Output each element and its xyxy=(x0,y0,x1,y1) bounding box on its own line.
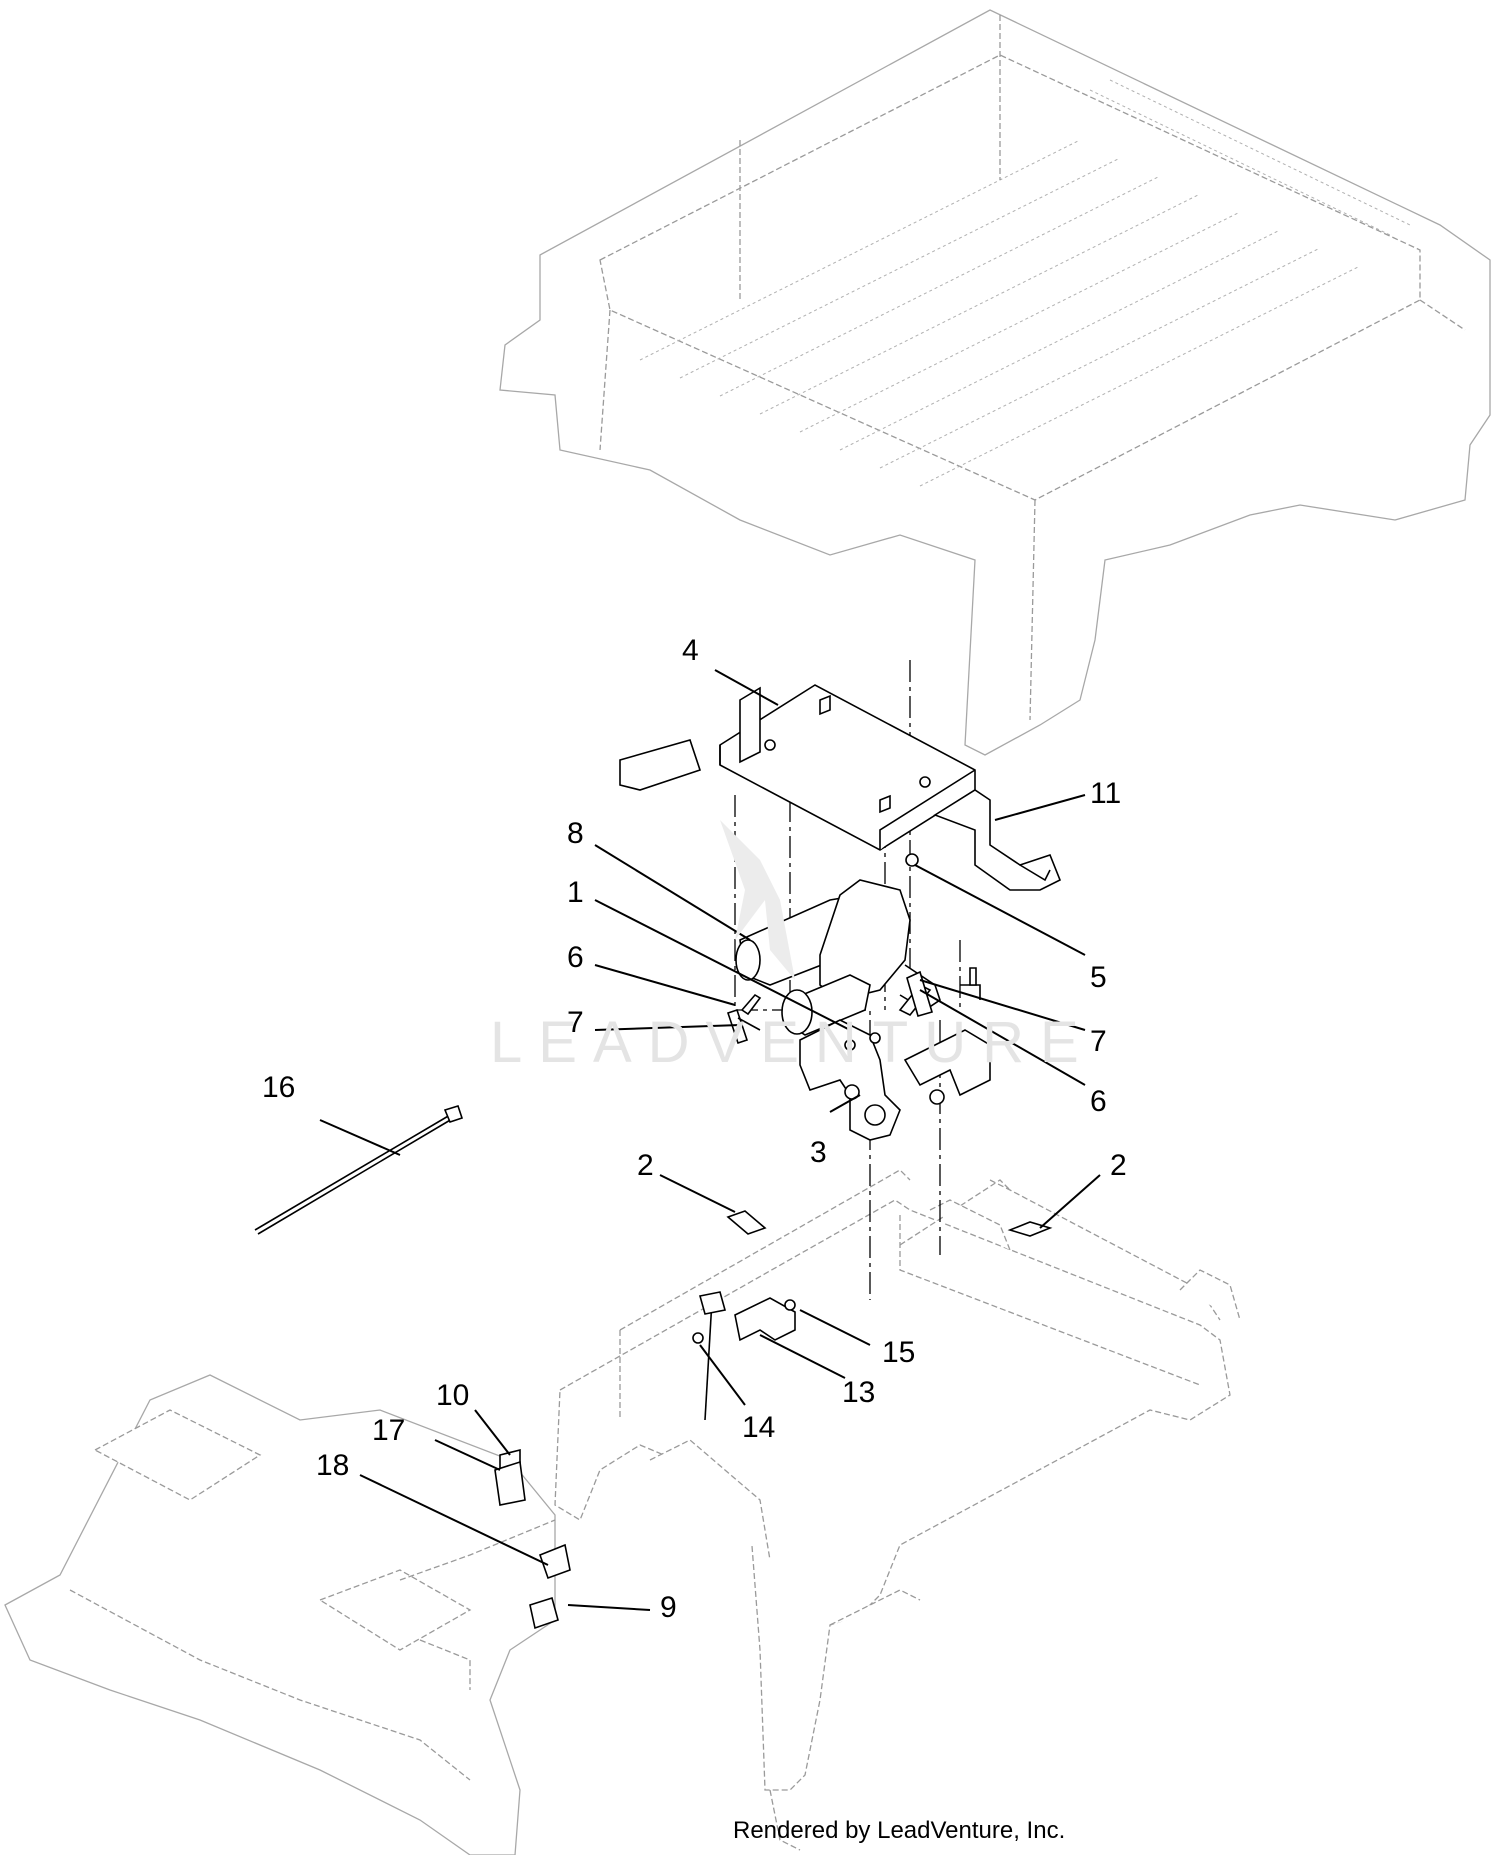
hardware xyxy=(494,853,1053,1630)
callout-1: 1 xyxy=(567,876,584,909)
watermark-logo-icon xyxy=(720,820,795,980)
cargo-bed xyxy=(499,9,1491,756)
render-credit: Rendered by LeadVenture, Inc. xyxy=(733,1817,1065,1844)
front-hood xyxy=(4,1374,556,1855)
callout-17: 17 xyxy=(372,1414,405,1447)
side-bracket xyxy=(933,789,1062,891)
callout-5: 5 xyxy=(1090,961,1107,994)
callout-16: 16 xyxy=(262,1071,295,1104)
cable-tie xyxy=(254,1105,464,1235)
callout-7: 7 xyxy=(567,1006,584,1039)
watermark: LEADVENTURE xyxy=(490,820,1095,1075)
callout-11: 11 xyxy=(1090,777,1121,810)
callout-2: 2 xyxy=(637,1149,654,1182)
callout-4: 4 xyxy=(682,634,699,667)
callout-8: 8 xyxy=(567,817,584,850)
callout-9: 9 xyxy=(660,1591,677,1624)
pivot-bracket xyxy=(799,1019,991,1141)
watermark-text: LEADVENTURE xyxy=(490,1010,1095,1075)
mounting-plate xyxy=(619,684,976,851)
chassis-frame xyxy=(554,1169,1241,1851)
callout-15: 15 xyxy=(882,1336,915,1369)
callout-6: 6 xyxy=(567,941,584,974)
callout-7: 7 xyxy=(1090,1025,1107,1058)
leader-lines xyxy=(319,669,1101,1611)
callout-13: 13 xyxy=(842,1376,875,1409)
callout-10: 10 xyxy=(436,1379,469,1412)
callout-3: 3 xyxy=(810,1136,827,1169)
callout-6: 6 xyxy=(1090,1085,1107,1118)
callout-2: 2 xyxy=(1110,1149,1127,1182)
callout-18: 18 xyxy=(316,1449,349,1482)
callout-14: 14 xyxy=(742,1411,775,1444)
callout-labels: 4 11 8 1 5 6 7 7 6 16 3 2 2 15 13 10 14 … xyxy=(262,634,1127,1624)
